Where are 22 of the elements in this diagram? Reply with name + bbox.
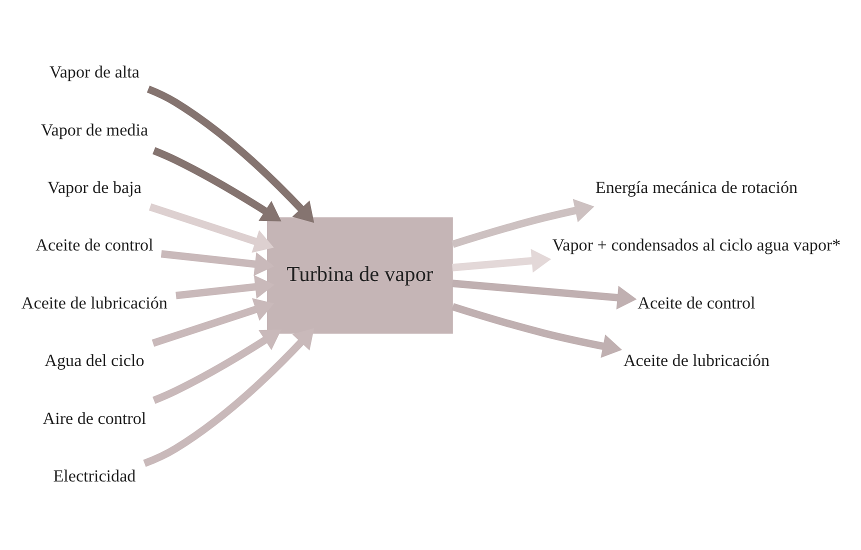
arrow <box>452 279 636 309</box>
arrow <box>451 198 594 248</box>
node-text: Aceite de control <box>637 292 755 312</box>
arrow <box>452 248 551 272</box>
node-text: Agua del ciclo <box>44 350 144 370</box>
node-text: Aceite de lubricación <box>20 292 167 312</box>
arrow <box>148 202 274 252</box>
arrow <box>146 85 314 222</box>
arrow <box>451 302 622 358</box>
node-text: Vapor de media <box>40 120 148 139</box>
node-text: Aceite de control <box>35 235 153 254</box>
node-box: Turbina de vapor <box>266 216 452 334</box>
node-text: Aire de control <box>42 408 146 428</box>
arrow <box>142 328 314 466</box>
node-text: Vapor de alta <box>48 62 140 82</box>
node-text: Vapor + condensados al ciclo agua vapor* <box>552 235 840 254</box>
node-text: Vapor de baja <box>47 178 141 197</box>
node-text: Energía mecánica de rotación <box>594 178 798 197</box>
node-text: Electricidad <box>52 466 136 485</box>
arrow <box>152 329 281 404</box>
node-text: Aceite de lubricación <box>622 350 770 370</box>
arrow <box>152 146 281 221</box>
